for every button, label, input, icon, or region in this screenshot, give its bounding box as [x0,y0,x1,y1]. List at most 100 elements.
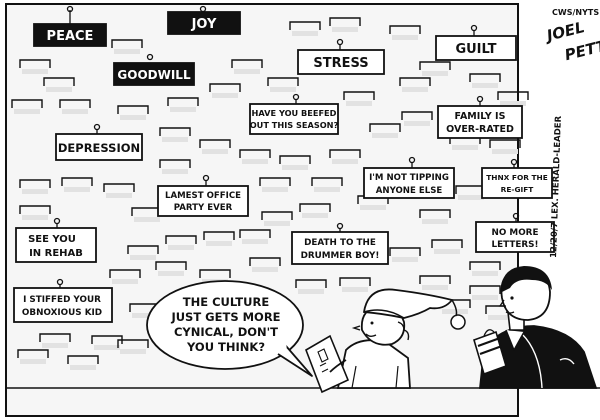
sign-stress-label: STRESS [313,56,368,71]
empty-hanger [311,177,343,186]
hanger-shadow [206,241,232,246]
sign-family-line2: OVER-RATED [446,124,514,135]
empty-hanger [39,333,71,342]
sign-stiffed: I STIFFED YOUR OBNOXIOUS KID [13,278,113,323]
empty-hanger [497,91,529,100]
hanger-shadow [392,35,418,40]
empty-hanger [329,149,361,158]
hanger-shadow [488,315,514,320]
speech-balloon: THE CULTURE JUST GETS MORE CYNICAL, DON'… [146,280,313,377]
sign-family: FAMILY IS OVER-RATED [437,95,523,139]
hanger-shadow [372,133,398,138]
empty-hanger [419,275,451,284]
sign-family-line1: FAMILY IS [455,111,506,122]
empty-hanger [159,159,191,168]
hanger-shadow [332,27,358,32]
hanger-shadow [162,137,188,142]
sign-letters-line1: NO MORE [492,228,539,238]
empty-hanger [469,261,501,270]
hanger-shadow [242,159,268,164]
empty-hanger [199,139,231,148]
sign-tipping-line2: ANYONE ELSE [376,186,443,196]
empty-hanger [17,349,49,358]
hanger-shadow [458,195,484,200]
hanger-shadow [120,115,146,120]
hanger-shadow [130,255,156,260]
hanger-shadow [234,69,260,74]
hanger-shadow [500,101,526,106]
empty-hanger [369,123,401,132]
sign-guilt: GUILT [435,24,517,61]
empty-hanger [489,139,521,148]
empty-hanger [259,177,291,186]
empty-hanger [249,257,281,266]
sign-drummer: DEATH TO THE DRUMMER BOY! [291,222,389,265]
hanger-shadow [314,187,340,192]
shopping-bag-icon [473,330,507,376]
sign-drummer-line2: DRUMMER BOY! [301,251,380,261]
empty-hanger [127,245,159,254]
empty-hanger [199,269,231,278]
sign-regift: THNX FOR THE RE-GIFT [481,158,553,199]
hanger-shadow [170,107,196,112]
hanger-shadow [392,257,418,262]
hanger-shadow [242,239,268,244]
sign-letters-line2: LETTERS! [492,240,539,250]
sign-rehab-line2: IN REHAB [29,248,83,259]
hanger-shadow [302,213,328,218]
sign-peace-label: PEACE [47,29,94,44]
hanger-shadow [212,93,238,98]
empty-hanger [203,231,235,240]
sign-beefed-line1: HAVE YOU BEEFED [252,108,337,118]
hanger-shadow [292,31,318,36]
empty-hanger [43,77,75,86]
hanger-shadow [252,267,278,272]
sign-regift-line2: RE-GIFT [501,185,534,194]
hanger-shadow [332,159,358,164]
hanger-shadow [452,145,478,150]
empty-hanger [389,25,421,34]
woman-character [305,288,466,394]
hanger-shadow [22,69,48,74]
empty-hanger [19,179,51,188]
sign-office: LAMEST OFFICE PARTY EVER [157,174,249,217]
sign-rehab-line1: SEE YOU [28,234,76,245]
hanger-shadow [402,87,428,92]
hanger-shadow [472,295,498,300]
empty-hanger [469,73,501,82]
empty-hanger [389,247,421,256]
empty-hanger [155,261,187,270]
sign-joy-label: JOY [191,17,217,32]
hanger-shadow [342,287,368,292]
empty-hanger [59,99,91,108]
hanger-shadow [22,189,48,194]
hanger-shadow [346,101,372,106]
hanger-shadow [20,359,46,364]
speech-line-1: THE CULTURE [183,295,270,309]
hanger-shadow [14,109,40,114]
sign-rehab: SEE YOU IN REHAB [15,217,97,263]
hanger-shadow [158,271,184,276]
empty-hanger [239,229,271,238]
hanger-shadow [42,343,68,348]
speech-line-4: YOU THINK? [186,340,265,354]
hanger-shadow [94,345,120,350]
hanger-shadow [434,249,460,254]
sign-tipping-line1: I'M NOT TIPPING [369,173,449,183]
empty-hanger [11,99,43,108]
sign-stiffed-line1: I STIFFED YOUR [23,295,101,305]
hanger-shadow [202,149,228,154]
speech-line-2: JUST GETS MORE [170,310,280,324]
empty-hanger [239,149,271,158]
sign-goodwill-label: GOODWILL [117,68,191,82]
credit-agency: CWS/NYTS [552,8,599,17]
sign-joy: JOY [167,5,241,35]
hanger-shadow [22,215,48,220]
sign-regift-line1: THNX FOR THE [486,173,548,182]
empty-hanger [261,211,293,220]
sign-stress: STRESS [297,38,385,75]
empty-hanger [399,77,431,86]
sign-depression-label: DEPRESSION [58,141,140,155]
empty-hanger [469,285,501,294]
